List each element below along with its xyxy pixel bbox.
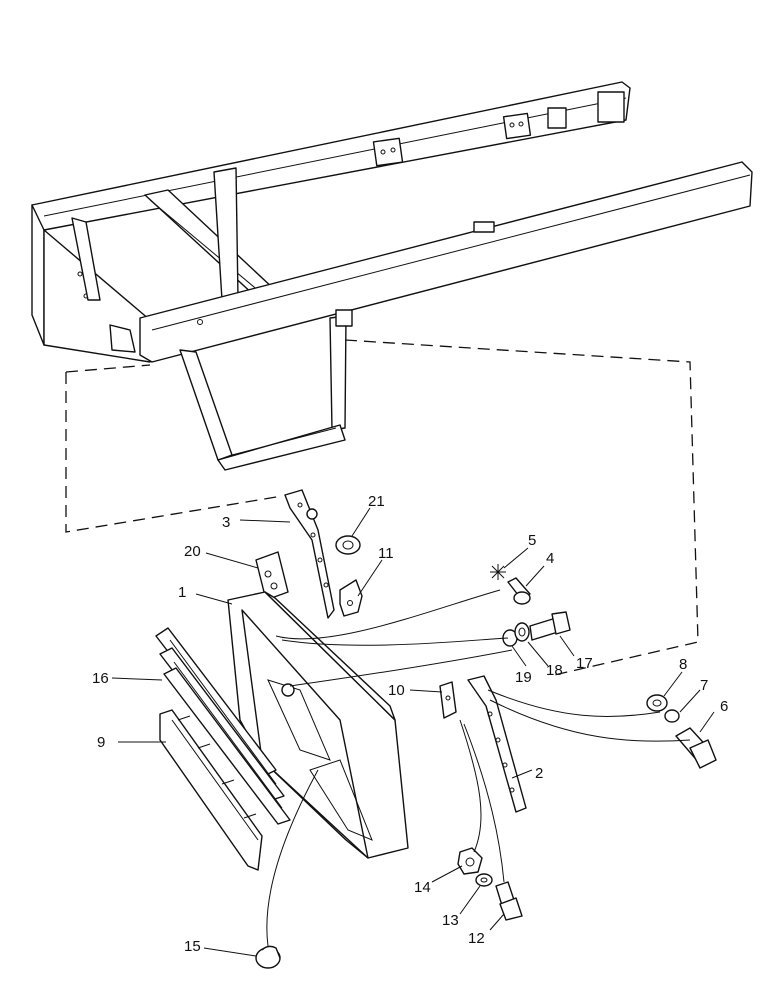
part-15-plug xyxy=(255,945,281,969)
part-16-grille xyxy=(155,627,291,825)
part-7-washer xyxy=(664,709,680,723)
part-3-bracket xyxy=(284,489,335,619)
part-18-washer xyxy=(514,622,530,642)
callout-10: 10 xyxy=(388,682,405,699)
callout-13: 13 xyxy=(442,912,459,929)
callout-3: 3 xyxy=(222,514,230,531)
callout-9: 9 xyxy=(97,734,105,751)
part-14-nut xyxy=(457,847,483,875)
callout-leaders xyxy=(111,507,715,957)
callout-18: 18 xyxy=(546,662,563,679)
part-13-washer xyxy=(475,873,493,887)
callout-4: 4 xyxy=(546,550,554,567)
part-11-clip xyxy=(339,579,363,617)
callout-8: 8 xyxy=(679,656,687,673)
callout-2: 2 xyxy=(535,765,543,782)
part-1-weight xyxy=(227,591,409,859)
callout-17: 17 xyxy=(576,655,593,672)
part-4-bolt xyxy=(507,577,531,605)
part-21-nut xyxy=(335,535,361,555)
assembly-curves xyxy=(266,589,691,947)
callout-20: 20 xyxy=(184,543,201,560)
part-2-bracket xyxy=(467,675,527,813)
part-20-pad xyxy=(255,551,289,601)
callout-1: 1 xyxy=(178,584,186,601)
callout-11: 11 xyxy=(378,545,394,562)
callout-21: 21 xyxy=(368,493,385,510)
part-6-bolt xyxy=(675,727,717,769)
callout-12: 12 xyxy=(468,930,485,947)
part-5-washer xyxy=(490,564,506,580)
callout-6: 6 xyxy=(720,698,728,715)
part-10-clip xyxy=(439,681,457,719)
part-8-nut xyxy=(646,694,668,712)
part-17-bolt xyxy=(529,611,571,641)
callout-7: 7 xyxy=(700,677,708,694)
part-9-plate xyxy=(159,709,263,871)
frame-assembly xyxy=(31,81,753,471)
callout-15: 15 xyxy=(184,938,201,955)
part-12-bolt xyxy=(495,881,523,921)
callout-14: 14 xyxy=(414,879,431,896)
callout-19: 19 xyxy=(515,669,532,686)
dashed-boundary xyxy=(65,372,283,533)
callout-16: 16 xyxy=(92,670,109,687)
callout-5: 5 xyxy=(528,532,536,549)
callout-labels: 1 2 3 4 5 6 7 8 9 10 11 12 13 14 15 16 1… xyxy=(92,493,728,955)
